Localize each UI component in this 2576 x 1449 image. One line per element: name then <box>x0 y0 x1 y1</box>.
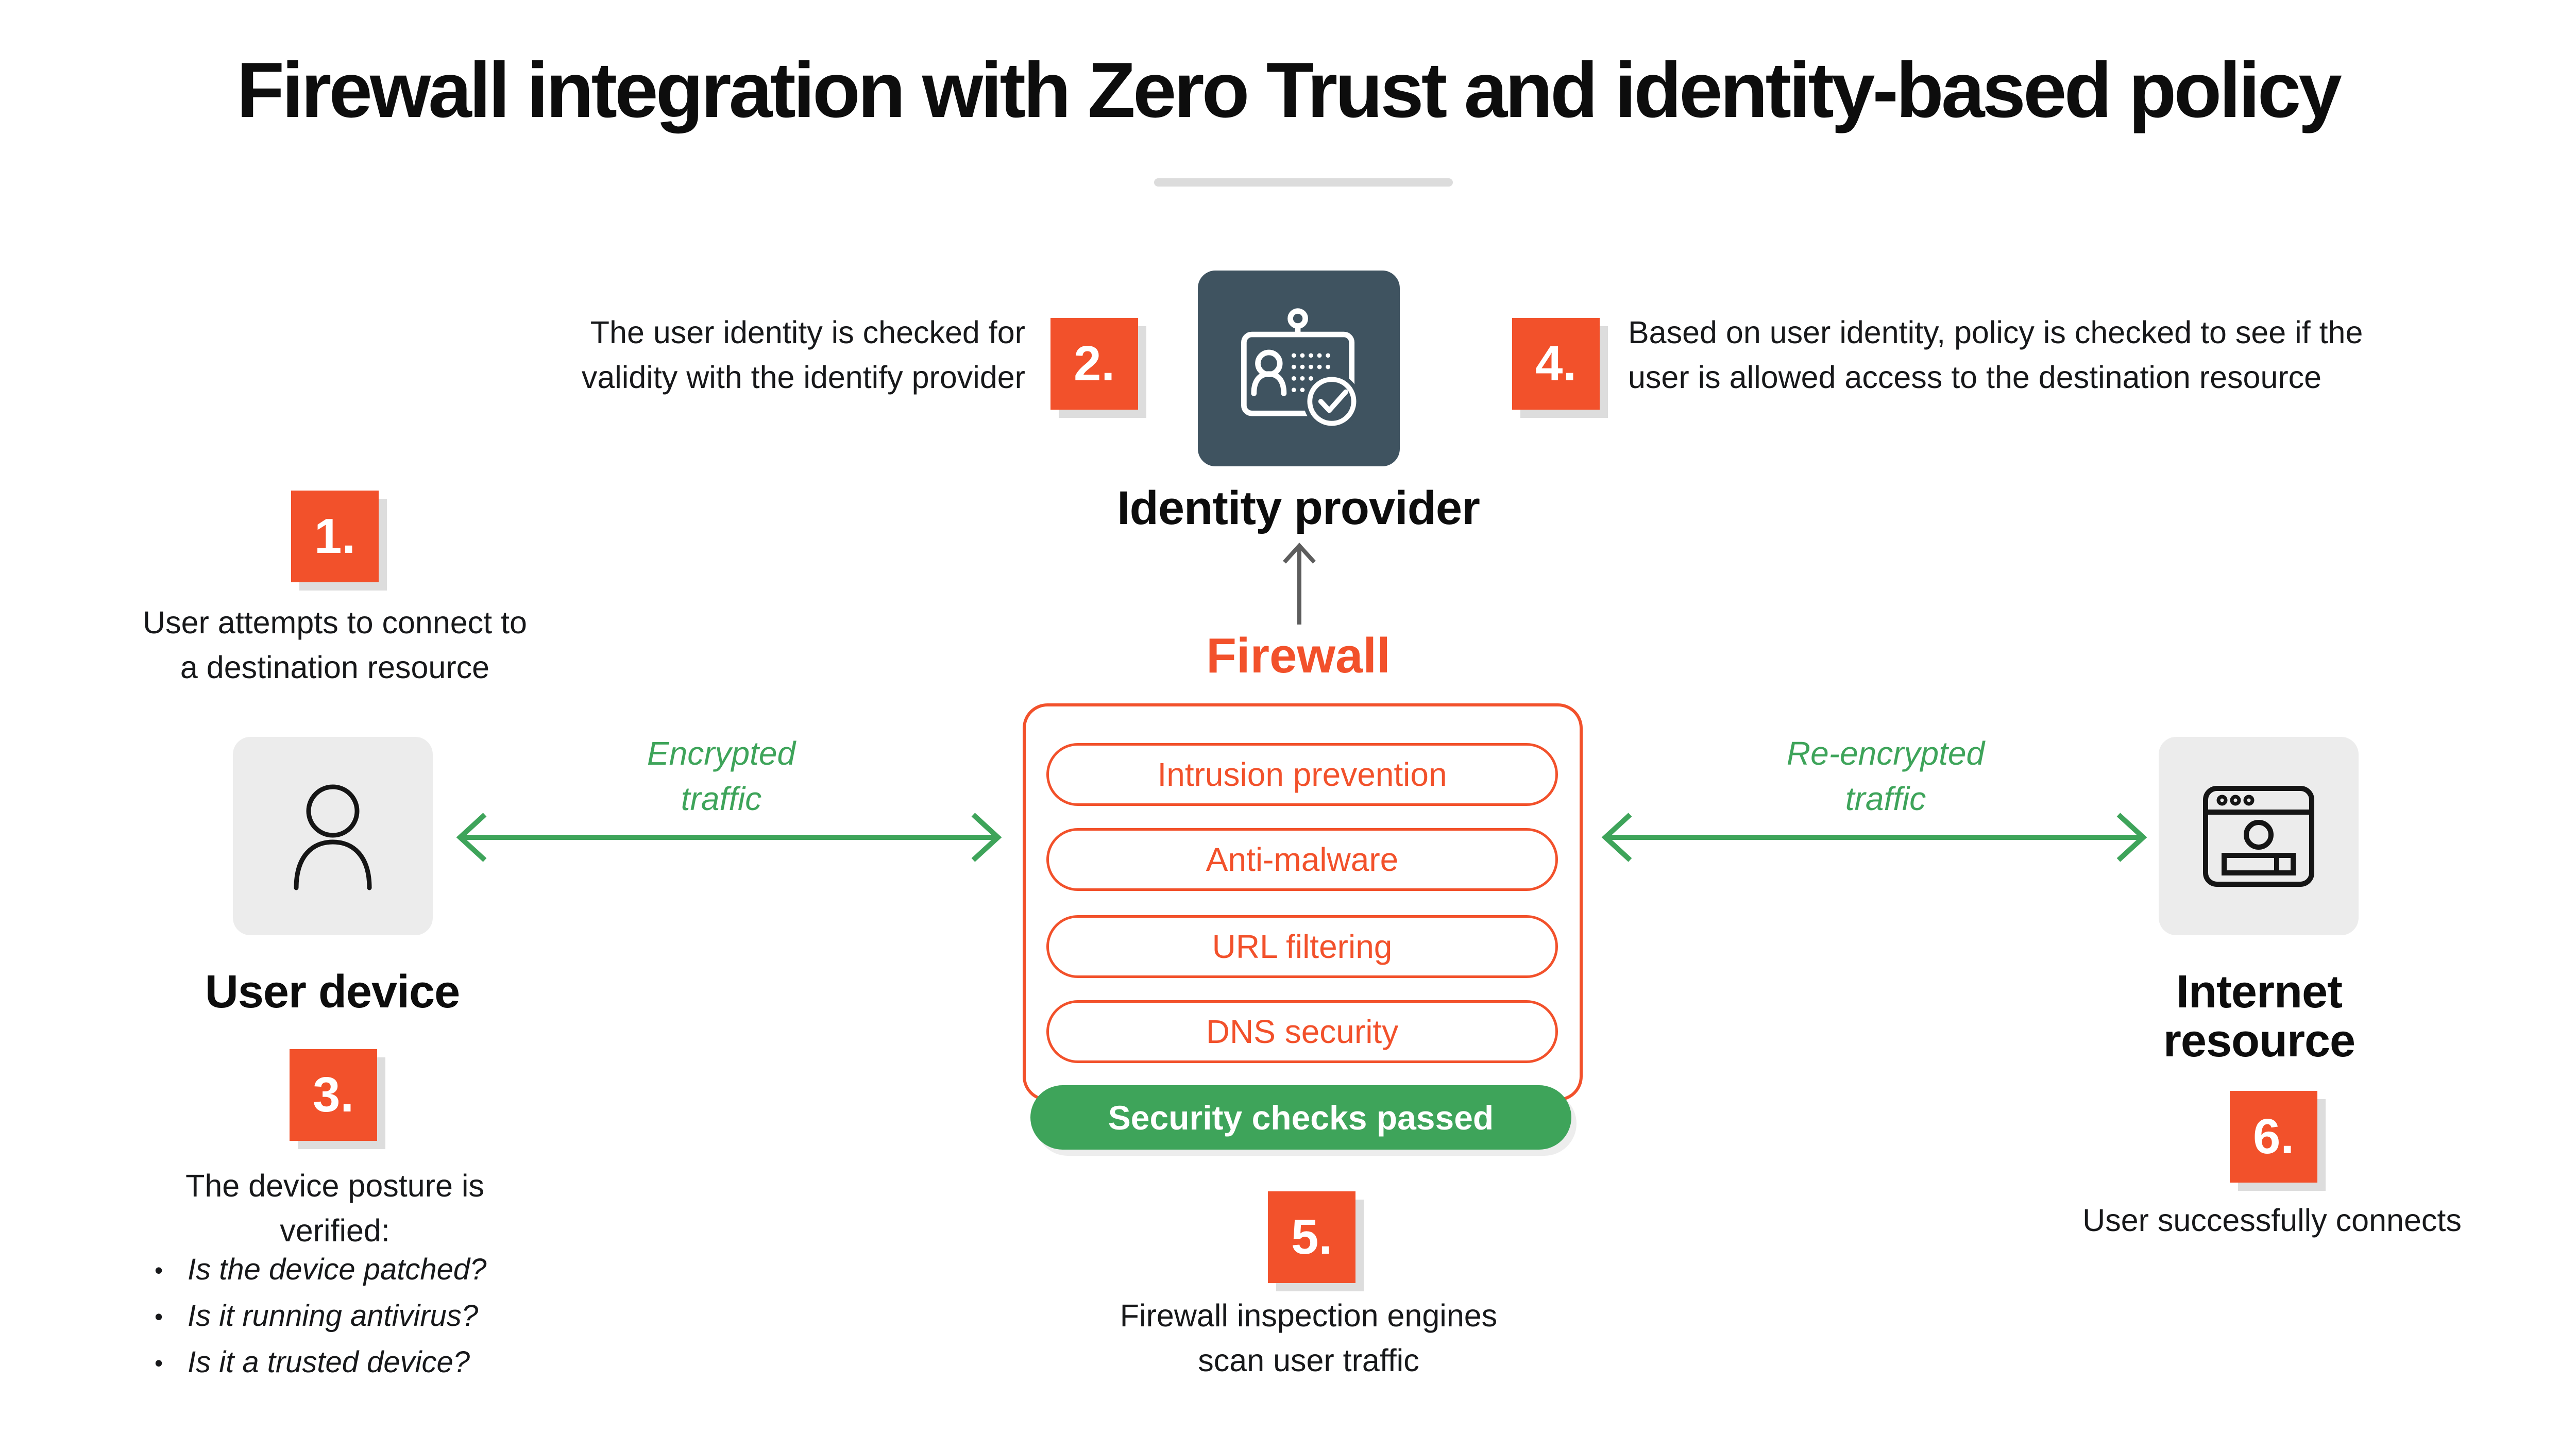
encrypted-traffic-arrow-icon <box>446 804 1012 871</box>
bullet-dot: • <box>155 1257 163 1284</box>
firewall-engine-pill: URL filtering <box>1046 915 1558 978</box>
user-device-label: User device <box>205 966 460 1018</box>
step-3-badge: 3. <box>290 1049 377 1141</box>
step-1-description: User attempts to connect to a destinatio… <box>143 605 527 685</box>
firewall-engine-pill: Intrusion prevention <box>1046 743 1558 806</box>
id-card-check-icon <box>1234 304 1364 433</box>
browser-window-icon <box>2199 782 2318 890</box>
firewall-box: Intrusion prevention Anti-malware URL fi… <box>1023 703 1583 1101</box>
bullet-dot: • <box>155 1303 163 1330</box>
step-5-description: Firewall inspection engines scan user tr… <box>1120 1298 1498 1378</box>
firewall-engine-pill: Anti-malware <box>1046 828 1558 891</box>
list-item: • Is it running antivirus? <box>155 1299 479 1333</box>
internet-resource-label: Internet resource <box>2163 966 2355 1067</box>
step-3-bullet-list: • Is the device patched? • Is it running… <box>155 1252 670 1391</box>
security-checks-passed-pill: Security checks passed <box>1030 1085 1571 1150</box>
encrypted-traffic-label: Encrypted traffic <box>647 735 796 818</box>
step-6-badge: 6. <box>2230 1091 2317 1183</box>
step-6-description: User successfully connects <box>2082 1203 2462 1238</box>
step-3-description: The device posture is verified: <box>185 1168 484 1248</box>
step-4-badge: 4. <box>1512 318 1600 410</box>
step-1-badge: 1. <box>291 491 379 582</box>
firewall-engine-pill: DNS security <box>1046 1000 1558 1063</box>
list-item: • Is the device patched? <box>155 1253 487 1286</box>
user-device-tile <box>233 737 433 935</box>
person-icon <box>281 778 384 894</box>
reencrypted-traffic-arrow-icon <box>1591 804 2158 871</box>
step-2-description: The user identity is checked for validit… <box>581 315 1025 395</box>
step-5-badge: 5. <box>1268 1191 1355 1283</box>
arrow-up-icon <box>1276 536 1323 628</box>
step-4-description: Based on user identity, policy is checke… <box>1628 315 2363 395</box>
list-item: • Is it a trusted device? <box>155 1345 470 1379</box>
identity-provider-tile <box>1198 271 1400 466</box>
bullet-dot: • <box>155 1350 163 1376</box>
page-title: Firewall integration with Zero Trust and… <box>236 46 2342 134</box>
internet-resource-tile <box>2159 737 2359 935</box>
title-divider <box>1154 178 1453 187</box>
step-2-badge: 2. <box>1050 318 1138 410</box>
identity-provider-label: Identity provider <box>1117 482 1480 534</box>
firewall-label: Firewall <box>1206 628 1391 683</box>
reencrypted-traffic-label: Re-encrypted traffic <box>1786 735 1985 818</box>
